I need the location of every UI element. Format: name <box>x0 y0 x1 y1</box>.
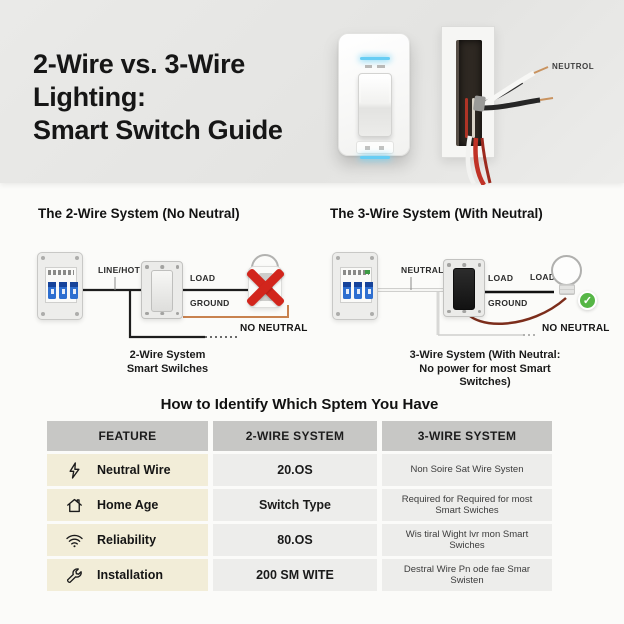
three-wire-breaker-panel <box>332 252 378 320</box>
three-wire-no-neutral-label: NO NEUTRAL <box>542 323 610 334</box>
three-wire-load-label: LOAD <box>488 273 514 283</box>
hero-wires-svg <box>465 66 554 185</box>
table-cell: Non Soire Sat Wire Systen <box>382 454 552 486</box>
breaker-panel-inner <box>340 267 373 303</box>
two-wire-no-neutral-label: NO NEUTRAL <box>240 323 308 334</box>
page-title-line3: Smart Switch Guide <box>33 115 283 145</box>
two-wire-ground-label: GROUND <box>190 298 230 308</box>
three-wire-heading: The 3-Wire System (With Neutral) <box>330 206 543 221</box>
two-wire-switch <box>141 261 183 319</box>
two-wire-heading: The 2-Wire System (No Neutral) <box>38 206 240 221</box>
panel-label-marks <box>343 270 370 275</box>
two-wire-switch-rocker <box>151 270 173 312</box>
column-header-feature: FEATURE <box>47 421 208 451</box>
circuit-breakers <box>343 282 373 299</box>
neutral-label: NEUTRAL <box>401 265 444 275</box>
page-title: 2-Wire vs. 3-Wire Lighting: Smart Switch… <box>33 48 283 147</box>
table-cell: Switch Type <box>213 489 377 521</box>
house-icon <box>65 496 84 515</box>
table-row-feature: Home Age <box>47 489 208 521</box>
wall-box-recess <box>456 40 482 146</box>
table-row-feature: Reliability <box>47 524 208 556</box>
wrench-icon <box>65 566 84 585</box>
feature-label: Neutral Wire <box>97 463 171 477</box>
led-marks <box>365 65 385 68</box>
feature-label: Reliability <box>97 533 157 547</box>
circuit-breakers <box>48 282 78 299</box>
line-hot-label: LINE/HOT <box>98 265 141 275</box>
two-wire-breaker-panel <box>37 252 83 320</box>
table-cell: Required for Required for most Smart Swi… <box>382 489 552 521</box>
page-title-line2: Lighting: <box>33 82 146 112</box>
feature-label: Home Age <box>97 498 159 512</box>
led-indicator-top <box>360 57 390 60</box>
three-wire-load-label-2: LOAD <box>530 272 556 282</box>
two-wire-wires-svg <box>83 277 289 339</box>
wifi-icon <box>65 531 84 550</box>
table-title: How to Identify Which Sptem You Have <box>160 396 439 413</box>
light-bulb-base <box>559 284 575 295</box>
rocker-switch <box>358 73 392 137</box>
column-header-3wire: 3-WIRE SYSTEM <box>382 421 552 451</box>
light-bulb <box>551 255 582 286</box>
three-wire-smart-switch <box>443 259 485 317</box>
comparison-table: FEATURE 2-WIRE SYSTEM 3-WIRE SYSTEM Neut… <box>47 421 552 591</box>
breaker-panel-inner <box>45 267 78 303</box>
feature-label: Installation <box>97 568 163 582</box>
lightning-icon <box>65 461 84 480</box>
led-indicator-bottom <box>360 156 390 159</box>
two-wire-load-label: LOAD <box>190 273 216 283</box>
table-cell: 80.OS <box>213 524 377 556</box>
neutral-wire-label: NEUTROL <box>552 62 595 71</box>
hero-section: 2-Wire vs. 3-Wire Lighting: Smart Switch… <box>0 0 624 185</box>
panel-label-marks <box>48 270 74 275</box>
table-cell: Wis tiral Wight lvr mon Smart Swiches <box>382 524 552 556</box>
smart-switch-photo <box>338 33 410 159</box>
table-row-feature: Neutral Wire <box>47 454 208 486</box>
three-wire-switch-rocker <box>453 268 475 310</box>
green-check-icon: ✓ <box>578 291 597 310</box>
two-wire-caption: 2-Wire System Smart Swilches <box>126 349 209 375</box>
column-header-2wire: 2-WIRE SYSTEM <box>213 421 377 451</box>
switch-bottom-panel <box>356 141 394 154</box>
table-row-feature: Installation <box>47 559 208 591</box>
table-cell: Destral Wire Pn ode fae Smar Swisten <box>382 559 552 591</box>
page-title-line1: 2-Wire vs. 3-Wire <box>33 49 245 79</box>
three-wire-caption: 3-Wire System (With Neutral: No power fo… <box>409 349 561 388</box>
table-cell: 20.OS <box>213 454 377 486</box>
table-cell: 200 SM WITE <box>213 559 377 591</box>
three-wire-ground-label: GROUND <box>488 298 528 308</box>
